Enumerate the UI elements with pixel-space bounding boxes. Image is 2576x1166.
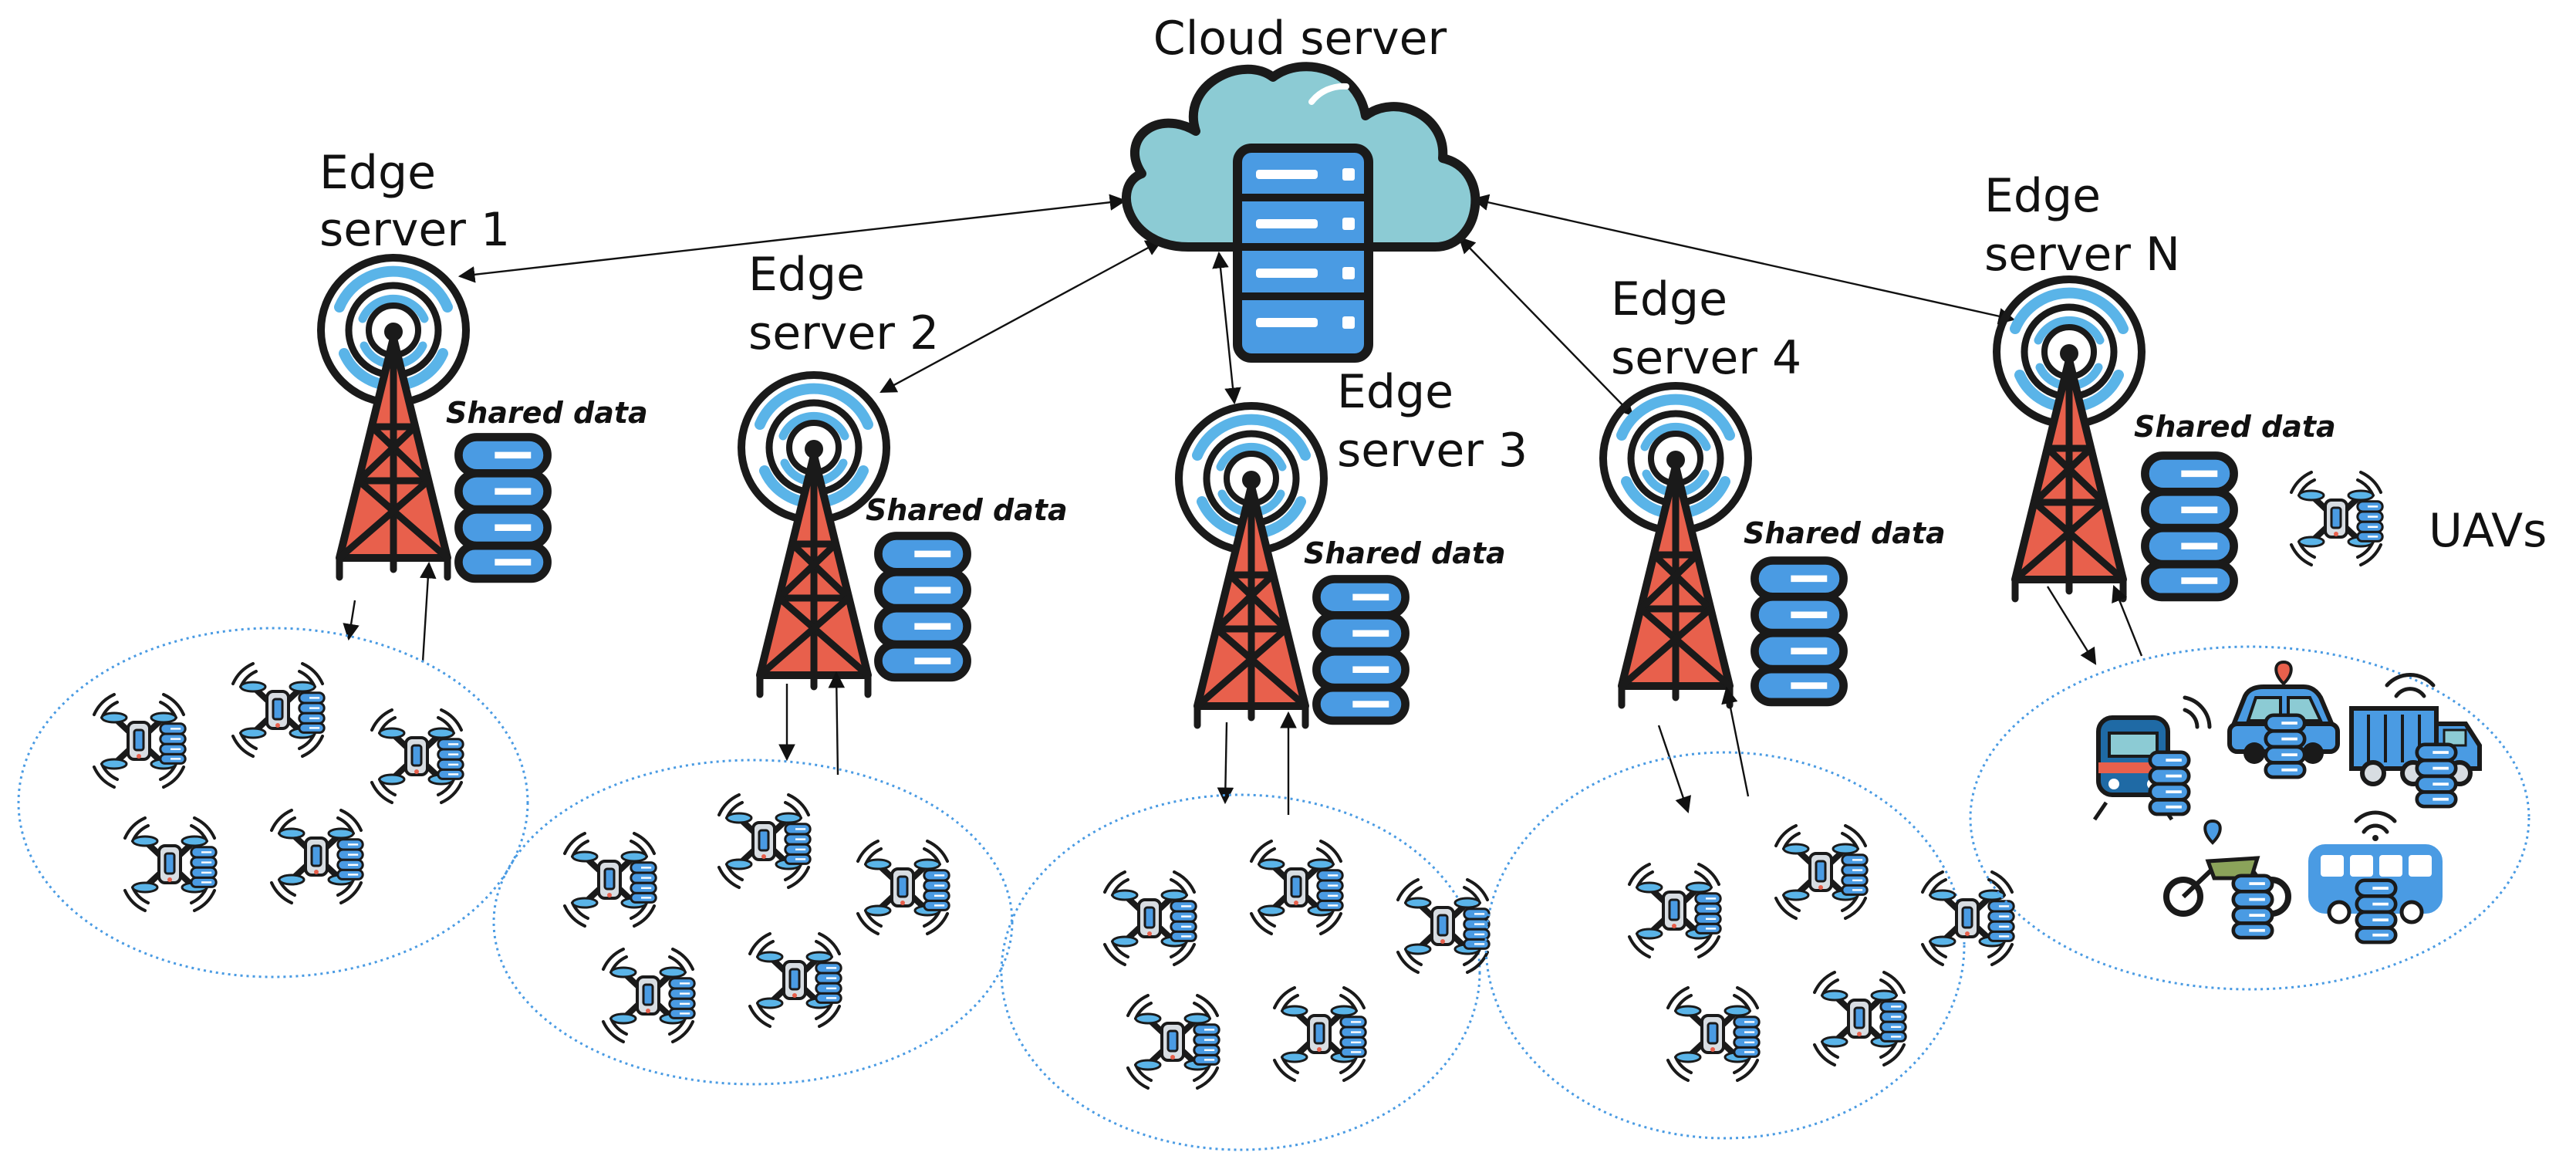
edge-server-label-line1: Edge (1984, 169, 2101, 223)
uav-icon (1251, 841, 1342, 934)
downlink-arrow (343, 600, 360, 641)
uav-cluster-2 (565, 795, 949, 1042)
database-icon (2145, 455, 2233, 597)
train-icon (2092, 695, 2212, 821)
uav-icon (1629, 864, 1720, 957)
uav-cluster-boundary (1000, 793, 1481, 1151)
tower-icon (1997, 279, 2142, 599)
truck-icon (2349, 673, 2482, 806)
edge-server-2: Edge server 2 Shared data (492, 248, 1068, 1086)
uav-cluster-boundary (492, 759, 1014, 1086)
uav-icon (1105, 872, 1196, 965)
vehicle-cluster-boundary (1969, 645, 2530, 991)
edge-server-label-line2: server N (1984, 228, 2180, 282)
edge-server-label-line2: server 4 (1611, 331, 1801, 385)
edge-server-label-line1: Edge (1337, 365, 1453, 419)
uav-icon (719, 795, 810, 887)
edge-server-label-line2: server 3 (1337, 424, 1528, 478)
uav-cluster-boundary (17, 627, 529, 978)
uav-icon (858, 841, 949, 934)
motorbike-icon (2163, 819, 2291, 938)
tower-icon (741, 375, 886, 695)
link-cloud-edge4 (1458, 236, 1634, 417)
uav-icon (1923, 872, 2014, 965)
edge-server-label-line1: Edge (1611, 272, 1727, 326)
link-cloud-edgeN (1471, 194, 2016, 325)
shared-data-label: Shared data (2134, 410, 2336, 444)
edge-server-label-line2: server 2 (748, 306, 939, 360)
link-cloud-edge2 (879, 239, 1163, 394)
uav-cluster-boundary (1484, 751, 1966, 1140)
vehicle-cluster (2092, 660, 2482, 942)
uav-cluster-3 (1105, 841, 1489, 1088)
downlink-arrow (2046, 586, 2097, 665)
edge-server-1: Edge server 1 Shared data (17, 146, 648, 978)
edge-server-label-line2: server 1 (319, 203, 510, 257)
shared-data-label: Shared data (446, 396, 648, 430)
tower-icon (321, 258, 466, 577)
cloud-server: Cloud server (1122, 12, 1480, 363)
link-cloud-edge1 (457, 194, 1127, 283)
uav-icon (1668, 988, 1759, 1080)
uav-icon (94, 695, 185, 787)
uav-icon (750, 934, 841, 1026)
tower-icon (1179, 406, 1324, 725)
cloud-edge-links (457, 194, 2016, 417)
uav-cluster-1 (94, 664, 463, 911)
uav-icon (272, 810, 363, 903)
uav-icon (125, 818, 216, 911)
edge-server-label-line1: Edge (319, 146, 436, 200)
shared-data-label: Shared data (1744, 516, 1946, 550)
edge-server-label-line1: Edge (748, 248, 865, 302)
shared-data-label: Shared data (866, 493, 1068, 527)
database-icon (1754, 560, 1843, 701)
uav-icon (603, 949, 694, 1042)
uav-cluster-4 (1629, 826, 2014, 1080)
server-rack-icon (1233, 144, 1373, 363)
uav-icon (1815, 972, 1906, 1065)
link-cloud-edge3 (1212, 251, 1241, 405)
uav-icon (565, 833, 656, 926)
uav-icon (1274, 988, 1366, 1080)
uav-icon (1776, 826, 1867, 918)
downlink-arrow (1657, 725, 1691, 814)
edge-server-n: Edge server N Shared data (1969, 169, 2530, 991)
database-icon (458, 437, 547, 578)
uav-icon (372, 710, 463, 803)
uav-icon (1128, 995, 1219, 1088)
edge-server-4: Edge server 4 Shared data (1484, 272, 2014, 1140)
uplink-arrow (828, 671, 846, 776)
bus-icon (2308, 810, 2443, 942)
edge-server-3: Edge server 3 Shared data (1000, 365, 1528, 1151)
uav-icon (233, 664, 324, 756)
uplink-arrow (1721, 686, 1750, 797)
car-icon (2227, 660, 2340, 777)
downlink-arrow (1217, 722, 1234, 805)
legend: UAVs (2291, 472, 2547, 565)
uplink-arrow (2112, 584, 2143, 657)
uav-icon (1398, 880, 1489, 972)
database-icon (1316, 579, 1405, 720)
uplink-arrow (420, 561, 437, 663)
tower-icon (1603, 386, 1748, 705)
shared-data-label: Shared data (1304, 536, 1506, 570)
database-icon (878, 536, 967, 677)
cloud-server-label: Cloud server (1153, 12, 1447, 66)
legend-uav-label: UAVs (2429, 504, 2547, 558)
uav-icon (2291, 472, 2382, 565)
